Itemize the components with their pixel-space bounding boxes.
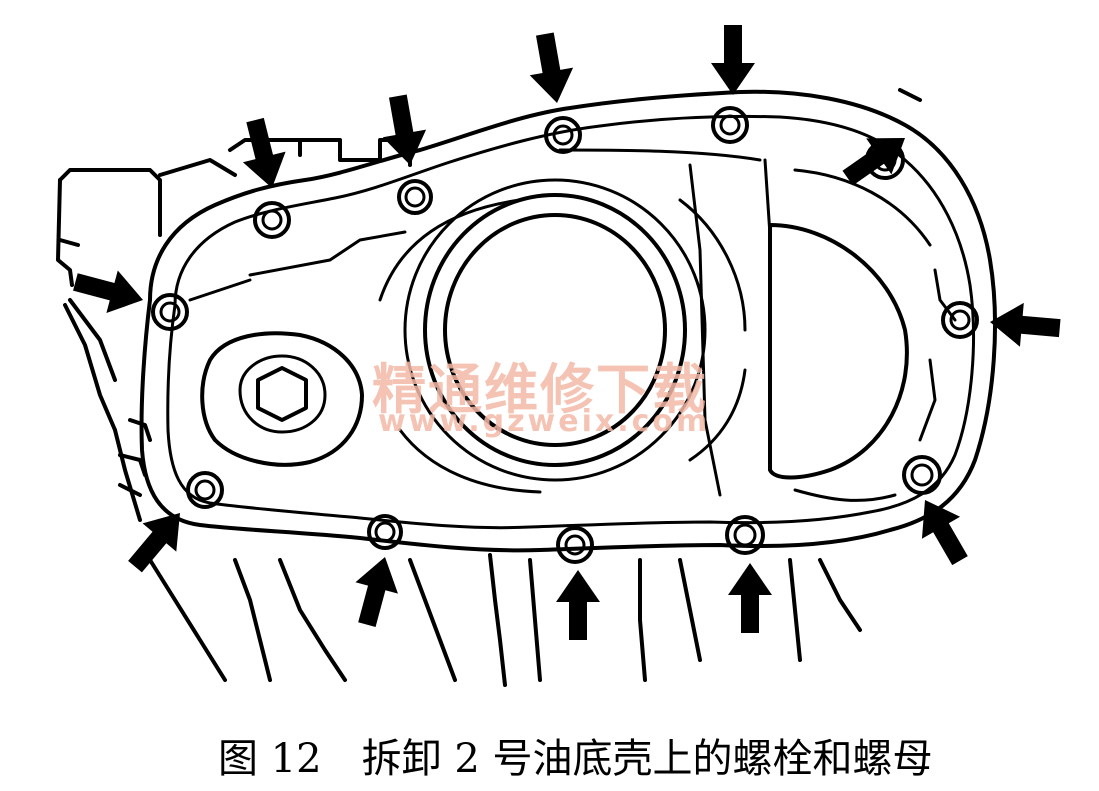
arrow-icon [921, 500, 968, 566]
arrow-icon [556, 570, 600, 640]
central-boss [378, 178, 747, 494]
figure-number: 图 12 [218, 736, 322, 782]
watermark-site-name: 精通维修下载 [372, 358, 708, 421]
bolt [151, 293, 189, 331]
bolt [711, 106, 749, 144]
bolt [556, 526, 594, 564]
right-cover-detail [188, 148, 957, 502]
arrow-icon [728, 563, 772, 633]
arrow-icon [842, 138, 905, 186]
arrow-icon [529, 32, 574, 103]
drain-plug-boss [200, 331, 364, 467]
arrow-icon [382, 94, 427, 165]
bolt [397, 179, 433, 215]
bolt [902, 455, 942, 495]
cover-bolts [151, 106, 979, 564]
bolt [253, 201, 291, 239]
arrow-icon [73, 270, 143, 313]
bolt [941, 301, 979, 339]
arrow-icon [355, 557, 398, 627]
arrow-icon [990, 302, 1061, 347]
engine-body-outline [56, 88, 922, 687]
arrow-icon [128, 513, 180, 573]
bolt [544, 116, 582, 154]
bolt [186, 471, 224, 509]
figure-caption: 图 12 拆卸 2 号油底壳上的螺栓和螺母 [218, 726, 933, 784]
figure-caption-text: 拆卸 2 号油底壳上的螺栓和螺母 [361, 736, 933, 782]
watermark-url: www.gzweix.com [378, 404, 711, 439]
bolt [367, 514, 403, 550]
bolt [725, 515, 765, 555]
arrow-icon [242, 117, 286, 188]
bolt-arrows [73, 25, 1061, 640]
arrow-icon [711, 25, 755, 95]
